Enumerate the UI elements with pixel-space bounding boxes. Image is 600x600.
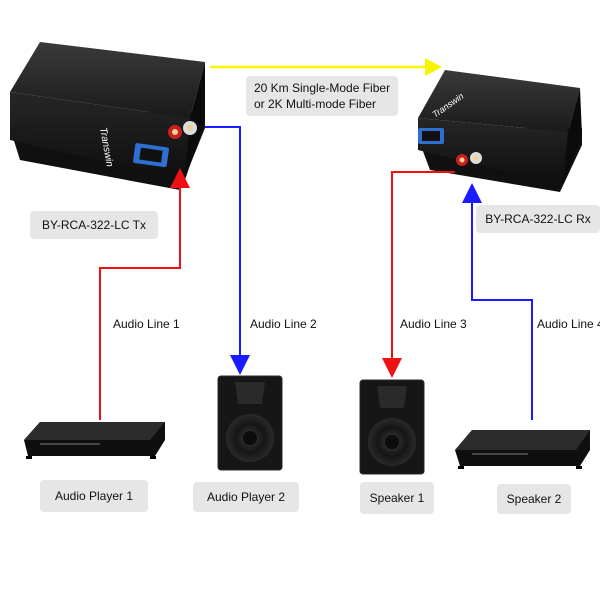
audio-line-1 (99, 168, 190, 420)
fiber-label-line-2: or 2K Multi-mode Fiber (254, 97, 377, 111)
audio-line-2 (205, 126, 250, 375)
fiber-label-line-1: 20 Km Single-Mode Fiber (254, 81, 391, 95)
audio-line-4-label: Audio Line 4 (537, 317, 600, 331)
rx-device: Transwin (418, 70, 582, 192)
audio-player-1-label: Audio Player 1 (40, 480, 148, 512)
rx-label: BY-RCA-322-LC Rx (476, 205, 600, 233)
audio-player-1-device (24, 422, 165, 459)
speaker-2-label: Speaker 2 (497, 484, 571, 514)
fiber-arrow (210, 58, 442, 76)
tx-label: BY-RCA-322-LC Tx (30, 211, 158, 239)
audio-line-3 (382, 171, 455, 378)
speaker-2-device (455, 430, 590, 469)
audio-line-1-label: Audio Line 1 (113, 317, 180, 331)
audio-player-2-label: Audio Player 2 (193, 482, 299, 512)
speaker-device-right (359, 379, 425, 475)
speaker-1-label: Speaker 1 (360, 482, 434, 514)
audio-line-3-label: Audio Line 3 (400, 317, 467, 331)
speaker-device-left (217, 375, 283, 471)
audio-line-2-label: Audio Line 2 (250, 317, 317, 331)
fiber-label: 20 Km Single-Mode Fiber or 2K Multi-mode… (246, 76, 399, 116)
audio-line-4 (462, 183, 533, 420)
tx-device: Transwin (10, 42, 205, 190)
